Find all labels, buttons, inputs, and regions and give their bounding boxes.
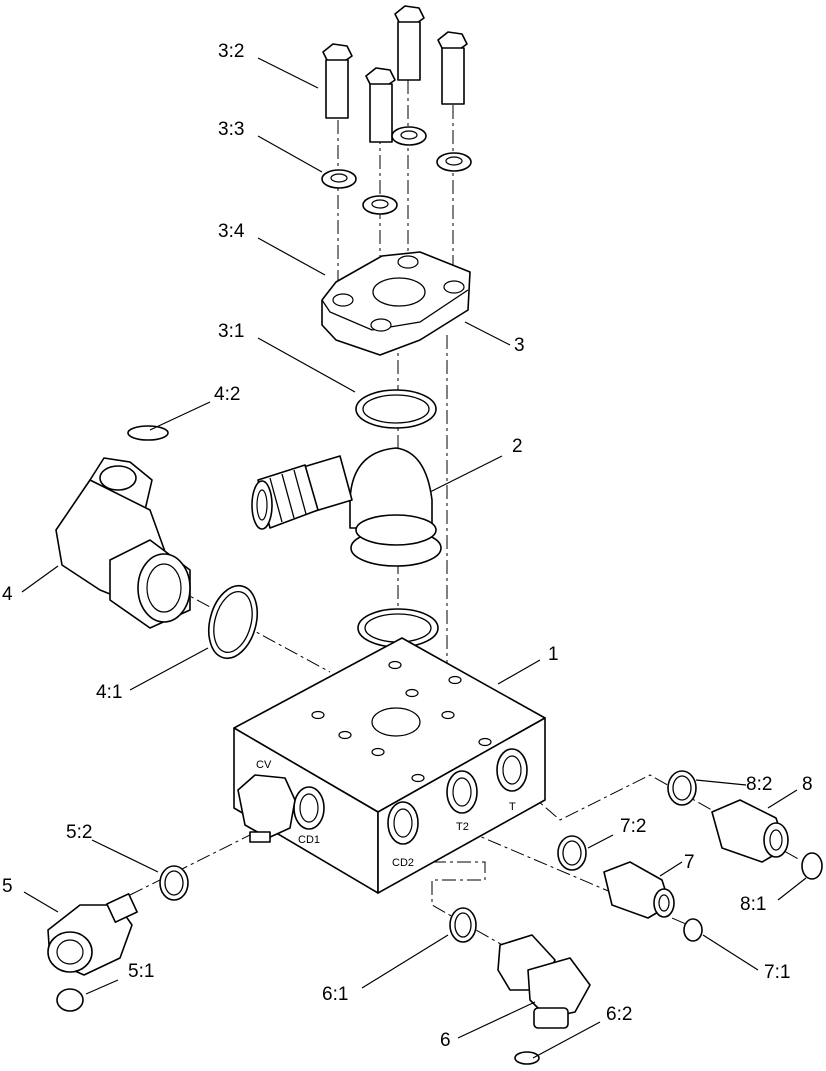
bolt xyxy=(437,31,468,105)
bolt xyxy=(322,43,353,119)
o-ring-4-1 xyxy=(208,584,258,660)
lock-washer-group xyxy=(321,126,472,215)
callout-3-4: 3:4 xyxy=(218,221,245,242)
callout-1: 1 xyxy=(548,644,559,665)
port-label-t2: T2 xyxy=(456,821,469,833)
o-ring-6-1 xyxy=(449,907,477,943)
callout-labels: 3:2 3:3 3:4 3 3:1 4:2 2 4 4:1 1 5:2 5 5:… xyxy=(2,41,813,1051)
flange-clamp xyxy=(321,251,471,356)
port-label-cd2: CD2 xyxy=(392,857,414,869)
elbow-fitting-6 xyxy=(497,934,591,1065)
elbow-fitting-5 xyxy=(47,893,138,1012)
hose-elbow-fitting xyxy=(251,447,442,567)
bolt xyxy=(394,5,425,81)
straight-fitting-7 xyxy=(603,861,703,942)
callout-3-3: 3:3 xyxy=(218,119,244,140)
callout-5-1: 5:1 xyxy=(128,961,154,982)
bolt-group xyxy=(322,5,468,143)
callout-6-2: 6:2 xyxy=(606,1004,632,1025)
callout-5-2: 5:2 xyxy=(66,822,92,843)
callout-7-2: 7:2 xyxy=(620,816,646,837)
bolt xyxy=(365,67,396,143)
callout-4-2: 4:2 xyxy=(214,384,240,405)
callout-8-1: 8:1 xyxy=(740,894,766,915)
callout-3-1: 3:1 xyxy=(218,321,244,342)
callout-7-1: 7:1 xyxy=(764,962,790,983)
callout-6-1: 6:1 xyxy=(322,984,348,1005)
o-ring-7-2 xyxy=(557,835,587,871)
leader-lines xyxy=(21,57,807,1059)
callout-7: 7 xyxy=(684,852,695,873)
straight-fitting-8 xyxy=(711,799,823,880)
port-label-t: T xyxy=(509,801,516,813)
manifold-block xyxy=(233,637,546,894)
callout-5: 5 xyxy=(2,876,13,897)
o-ring-3-1 xyxy=(355,389,437,429)
port-label-cd1: CD1 xyxy=(298,834,320,846)
callout-3: 3 xyxy=(514,335,525,356)
callout-2: 2 xyxy=(512,436,523,457)
callout-6: 6 xyxy=(440,1030,451,1051)
callout-8-2: 8:2 xyxy=(746,774,772,795)
callout-3-2: 3:2 xyxy=(218,41,244,62)
port-label-cv: CV xyxy=(256,759,272,771)
o-ring-8-2 xyxy=(667,770,697,806)
callout-4-1: 4:1 xyxy=(96,682,122,703)
callout-8: 8 xyxy=(802,774,813,795)
o-ring-5-2 xyxy=(159,865,189,901)
elbow-fitting-4 xyxy=(55,425,191,629)
o-ring-2 xyxy=(357,608,439,648)
callout-4: 4 xyxy=(2,584,13,605)
